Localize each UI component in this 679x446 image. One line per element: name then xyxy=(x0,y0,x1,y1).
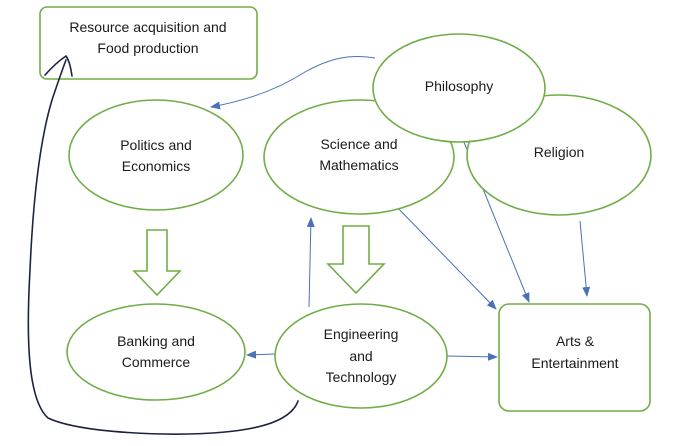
node-resource-acquisition-label-line-1: Resource acquisition and xyxy=(69,19,226,35)
node-engineering-technology-label-line-3: Technology xyxy=(326,369,397,385)
hand-drawn-arrowhead xyxy=(44,55,73,77)
node-religion-label: Religion xyxy=(534,144,585,160)
node-banking-commerce-shape xyxy=(66,303,246,401)
block-arrow-politics-to-banking xyxy=(132,229,182,297)
node-engineering-technology-label-line-2: and xyxy=(349,348,372,364)
node-engineering-technology-shape xyxy=(274,303,448,409)
arrow-engineering-to-banking xyxy=(246,350,276,359)
node-engineering-technology-label-line-1: Engineering xyxy=(324,326,399,342)
node-science-mathematics-label-line-2: Mathematics xyxy=(319,157,398,173)
node-science-mathematics-label-line-1: Science and xyxy=(320,136,397,152)
node-engineering-technology: Engineering and Technology xyxy=(274,303,448,409)
arrow-engineering-to-science xyxy=(306,217,315,308)
node-arts-entertainment-shape xyxy=(498,303,651,412)
arrow-philosophy-to-politics xyxy=(210,56,376,110)
arrow-engineering-to-arts xyxy=(446,352,498,361)
node-philosophy-shape xyxy=(372,33,546,143)
node-banking-commerce: Banking and Commerce xyxy=(66,303,246,401)
node-arts-entertainment: Arts & Entertainment xyxy=(498,303,651,412)
node-philosophy: Philosophy xyxy=(372,33,546,143)
node-politics-economics: Politics and Economics xyxy=(68,99,244,211)
node-philosophy-label: Philosophy xyxy=(425,78,494,94)
node-politics-economics-shape xyxy=(68,99,244,211)
hand-drawn-feedback-line xyxy=(27,59,299,435)
node-arts-entertainment-label-line-1: Arts & xyxy=(556,333,595,349)
node-arts-entertainment-label-line-2: Entertainment xyxy=(531,355,618,371)
arrow-religion-to-arts xyxy=(579,220,591,297)
node-resource-acquisition-shape xyxy=(39,6,258,80)
node-politics-economics-label-line-2: Economics xyxy=(122,158,190,174)
block-arrow-science-to-engineering xyxy=(326,225,386,295)
node-politics-economics-label-line-1: Politics and xyxy=(120,137,192,153)
node-banking-commerce-label-line-2: Commerce xyxy=(122,354,191,370)
node-resource-acquisition: Resource acquisition and Food production xyxy=(39,6,258,80)
arrow-science-to-arts xyxy=(392,202,497,310)
node-banking-commerce-label-line-1: Banking and xyxy=(117,333,195,349)
node-resource-acquisition-label-line-2: Food production xyxy=(97,40,198,56)
